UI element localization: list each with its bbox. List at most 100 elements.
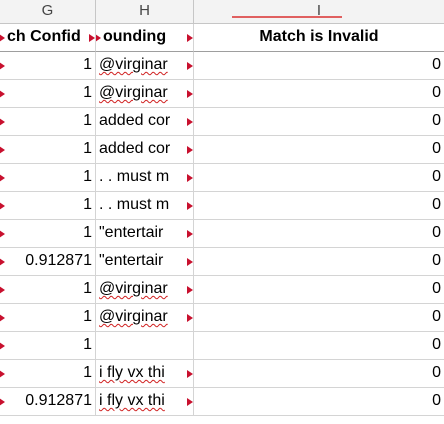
overflow-marker-icon [187,397,193,406]
cell-match-invalid[interactable]: 0 [194,80,444,108]
cell-value: 1 [83,56,92,73]
cell-match-confidence[interactable]: 1 [0,52,96,80]
overflow-marker-icon [187,229,193,238]
cell-match-invalid[interactable]: 0 [194,388,444,416]
header-label-h: ounding [103,28,167,45]
table-row: 0.912871"entertair 0 [0,248,444,276]
cell-value: @virginar [99,84,168,101]
cell-match-confidence[interactable]: 1 [0,164,96,192]
table-row: 1 @virginar 0 [0,80,444,108]
cell-value: 1 [83,196,92,213]
cell-value: 0 [432,168,441,185]
cell-value: 1 [83,224,92,241]
cell-match-confidence[interactable]: 1 [0,304,96,332]
column-selection-indicator [232,16,342,18]
overflow-marker-icon [0,89,5,98]
overflow-marker-icon [187,145,193,154]
cell-grounding[interactable]: @virginar [96,52,194,80]
cell-match-invalid[interactable]: 0 [194,276,444,304]
header-label-g: ch Confid [7,28,81,45]
cell-match-invalid[interactable]: 0 [194,52,444,80]
filter-marker-icon [187,33,193,42]
filter-marker-icon [96,33,101,42]
cell-value: 0 [432,112,441,129]
table-row: 1 @virginar 0 [0,52,444,80]
cell-grounding[interactable]: @virginar [96,304,194,332]
cell-value: 0 [432,392,441,409]
cell-match-invalid[interactable]: 0 [194,304,444,332]
overflow-marker-icon [0,145,5,154]
cell-match-invalid[interactable]: 0 [194,332,444,360]
column-header-bar: G H I [0,0,444,24]
cell-value: 0.912871 [25,392,92,409]
cell-value: "entertair [99,252,164,269]
cell-match-invalid[interactable]: 0 [194,108,444,136]
cell-match-confidence[interactable]: 1 [0,108,96,136]
column-header-i[interactable]: I [194,0,444,24]
cell-match-confidence[interactable]: 1 [0,220,96,248]
cell-value: added cor [99,112,171,129]
cell-grounding[interactable]: @virginar [96,80,194,108]
cell-grounding[interactable]: i fly vx thi [96,388,194,416]
overflow-marker-icon [0,285,5,294]
overflow-marker-icon [187,89,193,98]
header-cell-h[interactable]: ounding [96,24,194,52]
cell-value: @virginar [99,308,168,325]
cell-value: 1 [83,168,92,185]
cell-grounding[interactable]: i fly vx thi [96,360,194,388]
cell-match-invalid[interactable]: 0 [194,136,444,164]
cell-grounding[interactable]: . . must m [96,192,194,220]
overflow-marker-icon [187,369,193,378]
header-cell-i[interactable]: Match is Invalid [194,24,444,52]
overflow-marker-icon [187,257,193,266]
cell-match-confidence[interactable]: 1 [0,80,96,108]
cell-match-confidence[interactable]: 1 [0,276,96,304]
filter-marker-icon [89,33,95,42]
cell-grounding[interactable]: added cor [96,136,194,164]
cell-value: 0 [432,252,441,269]
filter-marker-icon [0,33,5,42]
cell-match-invalid[interactable]: 0 [194,164,444,192]
overflow-marker-icon [187,117,193,126]
cell-match-invalid[interactable]: 0 [194,360,444,388]
cell-value: @virginar [99,56,168,73]
cell-value: 0 [432,224,441,241]
cell-grounding[interactable]: added cor [96,108,194,136]
cell-match-confidence[interactable]: 0.912871 [0,248,96,276]
cell-grounding[interactable]: @virginar [96,276,194,304]
column-header-h[interactable]: H [96,0,194,24]
cell-match-confidence[interactable]: 1 [0,136,96,164]
cell-match-invalid[interactable]: 0 [194,192,444,220]
cell-value: 0 [432,56,441,73]
cell-value: 1 [83,84,92,101]
overflow-marker-icon [0,257,5,266]
cell-match-invalid[interactable]: 0 [194,220,444,248]
cell-match-confidence[interactable]: 1 [0,360,96,388]
cell-grounding[interactable]: "entertair [96,220,194,248]
cell-value: 1 [83,336,92,353]
header-row: ch Confid ounding Match is Invalid [0,24,444,52]
overflow-marker-icon [0,313,5,322]
cell-match-confidence[interactable]: 1 [0,332,96,360]
cell-value: added cor [99,140,171,157]
cell-match-confidence[interactable]: 1 [0,192,96,220]
cell-value: @virginar [99,280,168,297]
cell-value: 0 [432,364,441,381]
cell-grounding[interactable]: . . must m [96,164,194,192]
cell-value: 0 [432,336,441,353]
overflow-marker-icon [0,117,5,126]
cell-value: 0 [432,308,441,325]
cell-match-confidence[interactable]: 0.912871 [0,388,96,416]
header-cell-g[interactable]: ch Confid [0,24,96,52]
cell-grounding[interactable] [96,332,194,360]
cell-grounding[interactable]: "entertair [96,248,194,276]
column-header-g[interactable]: G [0,0,96,24]
table-row: 1@virginar 0 [0,276,444,304]
header-label-i: Match is Invalid [259,28,379,45]
cell-match-invalid[interactable]: 0 [194,248,444,276]
